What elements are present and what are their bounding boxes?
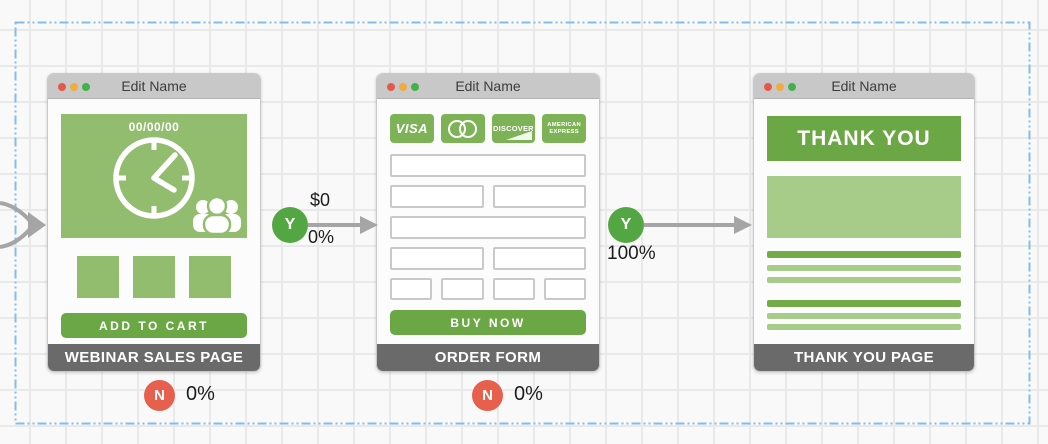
thumbnail-square bbox=[189, 256, 231, 298]
page-type-label: THANK YOU PAGE bbox=[754, 344, 974, 371]
funnel-card-webinar-sales-page[interactable]: Edit Name 00/00/00 bbox=[47, 73, 261, 372]
add-to-cart-button: ADD TO CART bbox=[61, 313, 247, 338]
text-line bbox=[767, 313, 961, 319]
page-preview: 00/00/00 ADD TO bbox=[48, 99, 260, 344]
funnel-card-thank-you-page[interactable]: Edit Name THANK YOU THANK YOU PAGE bbox=[753, 73, 975, 372]
text-line bbox=[767, 265, 961, 271]
mastercard-icon bbox=[440, 114, 485, 143]
thumbnail-square bbox=[77, 256, 119, 298]
form-field bbox=[390, 185, 484, 208]
funnel-card-order-form[interactable]: Edit Name VISA DISCOVER AMERICAN EXPRESS bbox=[376, 73, 600, 372]
edit-name-title[interactable]: Edit Name bbox=[121, 78, 187, 94]
form-field bbox=[492, 247, 586, 270]
page-type-label: WEBINAR SALES PAGE bbox=[48, 344, 260, 371]
no-stat-2: N 0% bbox=[472, 380, 582, 420]
traffic-light-dots bbox=[387, 83, 419, 91]
no-badge: N bbox=[472, 380, 503, 411]
form-field bbox=[492, 278, 535, 300]
traffic-light-red-icon bbox=[387, 83, 395, 91]
incoming-arrow-icon bbox=[0, 201, 46, 249]
countdown-date: 00/00/00 bbox=[128, 120, 180, 134]
traffic-light-green-icon bbox=[82, 83, 90, 91]
traffic-light-yellow-icon bbox=[399, 83, 407, 91]
yes-badge: Y bbox=[608, 207, 644, 243]
page-preview: VISA DISCOVER AMERICAN EXPRESS bbox=[377, 99, 599, 344]
no-percent-label: 0% bbox=[514, 383, 543, 405]
thumbnail-row bbox=[61, 256, 247, 298]
text-line bbox=[767, 277, 961, 283]
page-preview: THANK YOU bbox=[754, 99, 974, 344]
form-field bbox=[390, 216, 586, 239]
traffic-light-red-icon bbox=[58, 83, 66, 91]
buy-now-button: BUY NOW bbox=[390, 310, 586, 335]
page-type-label: ORDER FORM bbox=[377, 344, 599, 371]
edit-name-title[interactable]: Edit Name bbox=[455, 78, 521, 94]
text-line bbox=[767, 251, 961, 258]
yes-badge: Y bbox=[272, 207, 308, 243]
window-header: Edit Name bbox=[377, 74, 599, 99]
visa-icon: VISA bbox=[390, 114, 434, 143]
traffic-light-yellow-icon bbox=[70, 83, 78, 91]
form-field bbox=[441, 278, 484, 300]
form-field bbox=[492, 185, 586, 208]
window-header: Edit Name bbox=[754, 74, 974, 99]
content-block bbox=[767, 176, 961, 238]
connector-percent-label: 100% bbox=[607, 243, 656, 264]
connector-arrow-icon bbox=[644, 216, 752, 234]
form-field bbox=[390, 247, 484, 270]
connector-arrow-icon bbox=[308, 216, 378, 234]
traffic-light-dots bbox=[58, 83, 90, 91]
no-percent-label: 0% bbox=[186, 383, 215, 405]
connector-2: Y 100% bbox=[606, 190, 756, 272]
edit-name-title[interactable]: Edit Name bbox=[831, 78, 897, 94]
discover-icon: DISCOVER bbox=[491, 114, 536, 143]
text-line bbox=[767, 324, 961, 330]
form-field bbox=[390, 278, 433, 300]
thank-you-banner: THANK YOU bbox=[767, 116, 961, 161]
order-form-fields bbox=[390, 154, 586, 300]
thumbnail-square bbox=[133, 256, 175, 298]
traffic-light-green-icon bbox=[788, 83, 796, 91]
traffic-light-red-icon bbox=[764, 83, 772, 91]
connector-1: Y $0 0% bbox=[270, 190, 382, 260]
amex-icon: AMERICAN EXPRESS bbox=[542, 114, 586, 143]
form-field bbox=[390, 154, 586, 177]
connector-percent-label: 0% bbox=[308, 227, 335, 247]
form-field bbox=[543, 278, 586, 300]
text-line bbox=[767, 300, 961, 307]
traffic-light-yellow-icon bbox=[776, 83, 784, 91]
no-badge: N bbox=[144, 380, 175, 411]
connector-amount-label: $0 bbox=[310, 190, 331, 210]
clock-icon bbox=[113, 137, 195, 219]
traffic-light-green-icon bbox=[411, 83, 419, 91]
traffic-light-dots bbox=[764, 83, 796, 91]
window-header: Edit Name bbox=[48, 74, 260, 99]
no-stat-1: N 0% bbox=[144, 380, 254, 420]
audience-icon bbox=[193, 195, 241, 234]
countdown-hero: 00/00/00 bbox=[61, 114, 247, 238]
payment-methods-row: VISA DISCOVER AMERICAN EXPRESS bbox=[390, 114, 586, 143]
